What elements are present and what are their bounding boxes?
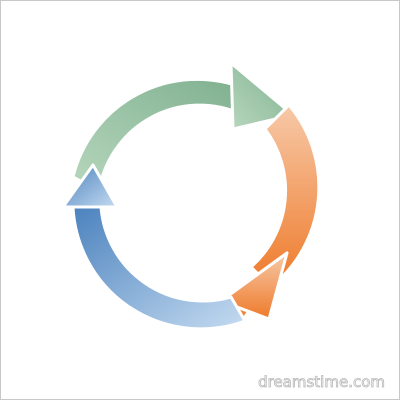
cycle-arrow-orange-head-tip — [219, 251, 289, 321]
cycle-arrow-orange — [219, 103, 321, 325]
cycle-arrow-blue — [61, 163, 247, 331]
cycle-arrow-blue-head — [61, 163, 119, 209]
cycle-arrow-green-head — [229, 61, 295, 131]
watermark: dreamstime.com — [258, 373, 386, 392]
cycle-arrow-blue-body — [71, 205, 247, 331]
watermark-text: dreamstime.com — [258, 373, 385, 391]
cycle-arrow-green — [71, 61, 295, 193]
